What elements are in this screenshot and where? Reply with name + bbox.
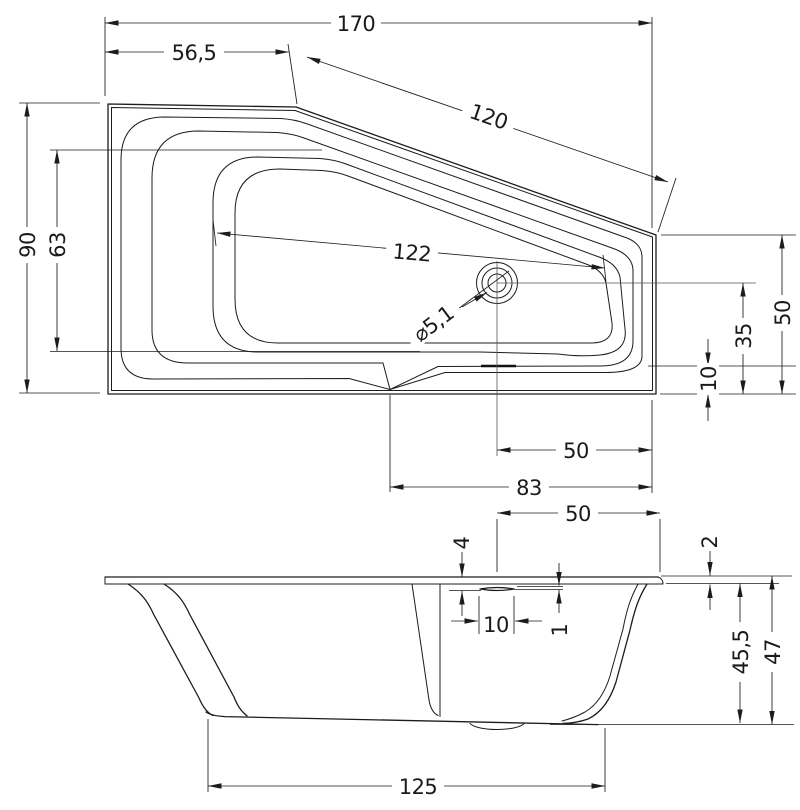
dim-label-overflow-offset: 50: [565, 502, 591, 526]
side-view: 50 4 10 1: [104, 502, 794, 799]
dim-label-right-end-width: 50: [771, 300, 795, 326]
dim-inner-depth: 45,5: [729, 583, 753, 723]
dim-drain-to-bottom-edge: 35: [732, 283, 756, 394]
dim-label-drain-to-bottom-edge: 35: [732, 323, 756, 349]
side-drain-bump: [469, 722, 525, 730]
dim-label-inner-length: 122: [392, 239, 433, 266]
side-inner-wall-slanted: [411, 583, 439, 717]
dim-base-length: 125: [207, 719, 606, 799]
dim-total-width: 90: [16, 102, 100, 394]
dim-label-rim-to-overflow: 4: [450, 536, 474, 549]
dim-label-rim-edge-thickness: 2: [698, 536, 722, 549]
dim-label-base-length: 125: [399, 775, 438, 799]
dim-label-slot-height: 1: [548, 624, 572, 637]
side-apron-inner: [163, 583, 248, 717]
dim-overflow-slot-height: 1: [548, 563, 572, 636]
dim-label-foot-strip-width: 10: [697, 366, 721, 392]
dim-foot-section-length: 83: [389, 395, 652, 500]
dim-inner-length: 122: [212, 219, 607, 283]
dim-drain-offset-from-end: 50: [497, 400, 653, 493]
dim-label-foot-section-length: 83: [516, 476, 542, 500]
dim-right-end-width: 50: [660, 234, 796, 395]
dim-label-total-length: 170: [337, 12, 376, 36]
dim-label-inner-depth: 45,5: [729, 630, 753, 675]
plan-contour-3: [151, 130, 634, 390]
dim-label-total-height: 47: [761, 639, 785, 665]
side-right-wall-outer: [562, 583, 648, 725]
plan-view: 170 56,5 120 90: [16, 12, 796, 500]
dim-head-section-length: 56,5: [105, 41, 298, 105]
dim-total-height: 47: [761, 576, 785, 725]
dim-label-inner-width: 63: [46, 232, 70, 258]
dim-label-total-width: 90: [16, 232, 40, 258]
plan-basin-rim: [212, 156, 626, 357]
dim-rim-to-overflow: 4: [449, 536, 481, 616]
plan-outer-outline-inner: [111, 107, 653, 391]
dim-overflow-offset: 50: [496, 502, 661, 572]
dim-overflow-slot-length: 10: [451, 596, 542, 637]
dim-label-sloped-edge: 120: [467, 99, 511, 134]
plan-outer-outline: [107, 103, 657, 395]
side-rim-right-lip: [657, 576, 664, 585]
dim-label-drain-offset: 50: [563, 439, 589, 463]
dim-foot-strip-width: 10: [648, 339, 796, 421]
dim-label-head-section: 56,5: [172, 41, 217, 65]
side-apron-outer: [127, 583, 214, 717]
dim-drain-diameter: ⌀5,1: [402, 270, 510, 350]
side-overflow-slot: [479, 586, 515, 592]
plan-contour-2: [120, 116, 643, 390]
dim-inner-width: 63: [46, 149, 420, 352]
dim-label-slot-length: 10: [483, 613, 509, 637]
side-bottom-edge: [205, 711, 599, 726]
dim-sloped-edge-length: 120: [306, 56, 677, 233]
side-right-wall-inner: [561, 583, 639, 722]
